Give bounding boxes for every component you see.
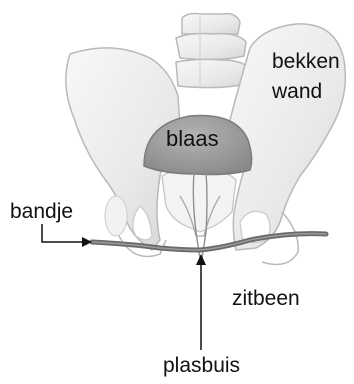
urethra-arrow — [196, 254, 206, 350]
label-bladder: blaas — [166, 126, 219, 151]
label-wall-line1: bekken — [272, 50, 340, 73]
spine — [176, 14, 250, 89]
pubic-area — [162, 170, 236, 236]
label-sit-bone: zitbeen — [232, 287, 300, 310]
label-sling: bandje — [10, 200, 73, 223]
sling-arrow — [42, 224, 92, 247]
label-urethra: plasbuis — [163, 354, 240, 377]
label-wall-line2: wand — [271, 80, 322, 103]
